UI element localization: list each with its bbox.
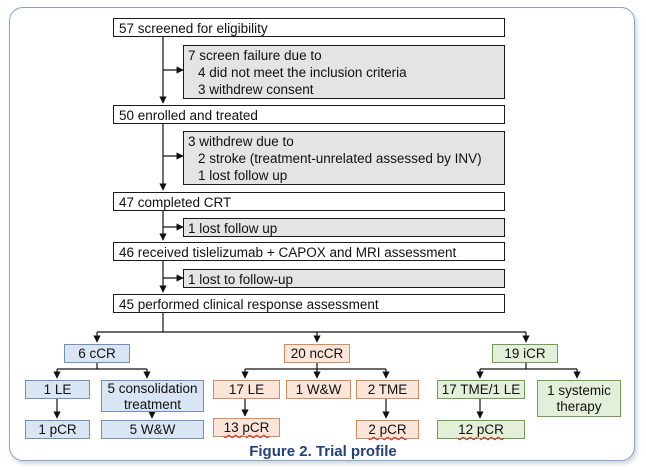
ccr-ww-label: 5 W&W [129, 422, 176, 437]
ccr-box: 6 cCR [64, 344, 130, 363]
nccr-le-pcr-label: 13 pCR [223, 420, 270, 435]
lost-follow-up-label: 1 lost follow up [188, 221, 278, 236]
screened-label: 57 screened for eligibility [119, 21, 268, 36]
withdrew-box: 3 withdrew due to 2 stroke (treatment-un… [183, 131, 505, 185]
completed-crt-label: 47 completed CRT [119, 195, 232, 210]
screen-failure-reason-1: 4 did not meet the inclusion criteria [198, 65, 407, 80]
icr-systemic-label: 1 systemic therapy [547, 383, 611, 414]
icr-systemic-box: 1 systemic therapy [537, 380, 621, 417]
withdrew-reason-1: 2 stroke (treatment-unrelated assessed b… [198, 151, 482, 166]
icr-tme-le-box: 17 TME/1 LE [437, 380, 525, 399]
icr-tme-le-label: 17 TME/1 LE [441, 382, 521, 397]
screen-failure-box: 7 screen failure due to 4 did not meet t… [183, 45, 505, 99]
ccr-le-box: 1 LE [25, 380, 90, 399]
icr-pcr-label: 12 pCR [458, 422, 504, 437]
nccr-box: 20 ncCR [284, 344, 350, 363]
received-label: 46 received tislelizumab + CAPOX and MRI… [119, 245, 457, 260]
nccr-le-pcr-box: 13 pCR [213, 418, 280, 437]
ccr-pcr-label: 1 pCR [38, 422, 77, 437]
withdrew-title: 3 withdrew due to [188, 134, 294, 149]
ccr-label: 6 cCR [78, 346, 116, 361]
nccr-ww-box: 1 W&W [286, 380, 351, 399]
enrolled-box: 50 enrolled and treated [113, 105, 505, 124]
screen-failure-title: 7 screen failure due to [188, 48, 322, 63]
nccr-ww-label: 1 W&W [295, 382, 342, 397]
performed-label: 45 performed clinical response assessmen… [119, 297, 379, 312]
ccr-le-label: 1 LE [43, 382, 72, 397]
ccr-ww-box: 5 W&W [101, 420, 204, 439]
nccr-le-box: 17 LE [213, 380, 280, 399]
ccr-pcr-box: 1 pCR [25, 420, 90, 439]
ccr-consolidation-box: 5 consolidation treatment [101, 380, 204, 412]
nccr-label: 20 ncCR [290, 346, 344, 361]
performed-box: 45 performed clinical response assessmen… [113, 294, 505, 313]
nccr-tme-pcr-box: 2 pCR [356, 420, 419, 439]
lost-follow-up-box: 1 lost follow up [183, 218, 505, 237]
completed-crt-box: 47 completed CRT [113, 192, 505, 211]
figure-caption: Figure 2. Trial profile [249, 443, 397, 460]
lost-to-follow-up-box: 1 lost to follow-up [183, 269, 505, 288]
nccr-le-label: 17 LE [228, 382, 265, 397]
screened-box: 57 screened for eligibility [113, 18, 505, 37]
icr-box: 19 iCR [492, 344, 558, 363]
nccr-tme-label: 2 TME [367, 382, 408, 397]
ccr-consolidation-label: 5 consolidation treatment [107, 381, 198, 412]
enrolled-label: 50 enrolled and treated [119, 108, 258, 123]
icr-label: 19 iCR [504, 346, 546, 361]
received-box: 46 received tislelizumab + CAPOX and MRI… [113, 242, 505, 261]
nccr-tme-pcr-label: 2 pCR [368, 422, 407, 437]
icr-pcr-box: 12 pCR [437, 420, 525, 439]
nccr-tme-box: 2 TME [356, 380, 419, 399]
withdrew-reason-2: 1 lost follow up [198, 168, 288, 183]
screen-failure-reason-2: 3 withdrew consent [198, 82, 314, 97]
lost-to-follow-up-label: 1 lost to follow-up [188, 272, 294, 287]
